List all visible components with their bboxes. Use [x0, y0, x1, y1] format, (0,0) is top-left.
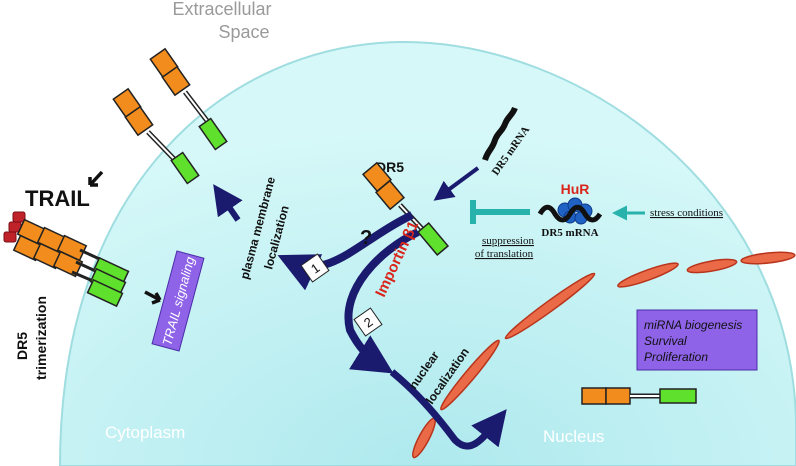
trimerization-line1: DR5 [14, 332, 30, 360]
stress-label: stress conditions [650, 207, 723, 219]
arrow-to-signaling [144, 290, 162, 305]
cytoplasm-label: Cytoplasm [105, 423, 185, 442]
pathway-number-2: 2 [353, 307, 383, 337]
receptor-extracellular-1 [149, 47, 228, 151]
nuclear-function-3: Proliferation [644, 350, 708, 364]
question-mark: ? [360, 227, 372, 249]
nuclear-function-2: Survival [644, 334, 687, 348]
extracellular-label-line1: Extracellular [172, 0, 271, 19]
suppression-line2: of translation [475, 248, 534, 260]
receptor-trimer [12, 218, 130, 308]
arrow-mrna-to-dr5 [433, 166, 480, 201]
mrna-lower-strand [537, 204, 603, 223]
trimerization-line2: trimerization [33, 296, 49, 380]
nuclear-functions-box: miRNA biogenesis Survival Proliferation [636, 309, 758, 371]
trail-ligand [3, 211, 26, 243]
nuclear-entry-arrow [389, 369, 507, 450]
receptor-nuclear [581, 387, 697, 405]
suppression-line1: suppression [482, 235, 534, 247]
arrow-ligand-binding [88, 170, 104, 187]
extracellular-label-line2: Space [218, 22, 269, 42]
pathway-2-arrow [344, 228, 420, 374]
mrna-lower-label: DR5 mRNA [541, 227, 598, 239]
arrow-membrane [213, 184, 243, 222]
pathway-number-1: 1 [300, 253, 330, 283]
receptor-extracellular-2 [112, 87, 200, 185]
nuclear-envelope [412, 251, 796, 459]
mrna-upper-strand [482, 106, 518, 161]
nucleus-label: Nucleus [543, 427, 604, 446]
hur-label: HuR [561, 181, 590, 197]
nuclear-function-1: miRNA biogenesis [644, 318, 742, 332]
trail-label: TRAIL [25, 186, 90, 211]
